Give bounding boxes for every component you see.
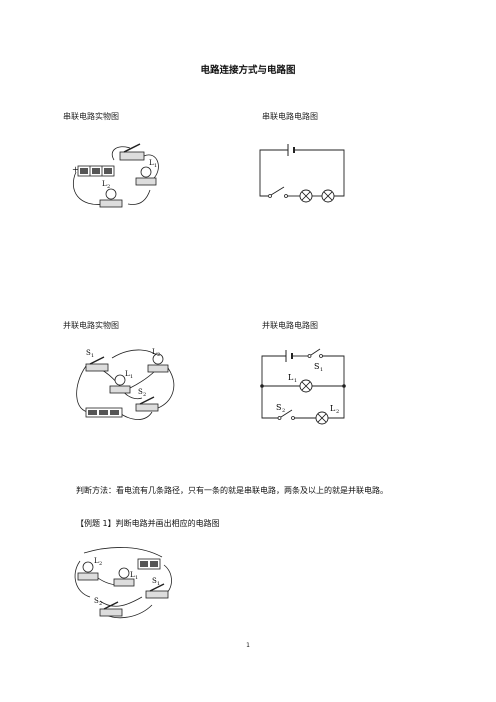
lamp-symbol-1 — [299, 189, 313, 203]
switch-s2-icon — [135, 396, 159, 412]
page-title: 电路连接方式与电路图 — [200, 65, 296, 76]
battery-icon — [77, 165, 115, 177]
page-number: 1 — [246, 642, 250, 649]
label-s2: S — [94, 597, 99, 605]
svg-text:2: 2 — [99, 601, 102, 607]
junction-right — [342, 384, 346, 388]
bulb-l2-icon — [77, 561, 99, 581]
parallel-diagram-caption: 并联电路电路图 — [262, 321, 318, 330]
label-l2: L — [330, 404, 336, 413]
bulb-l1-icon — [113, 567, 135, 587]
bulb-l2-icon — [99, 188, 123, 208]
example-heading: 【例题 1】判断电路并画出相应的电路图 — [76, 519, 220, 528]
svg-text:2: 2 — [157, 352, 160, 358]
battery-icon — [137, 558, 161, 570]
label-l1: L — [125, 370, 130, 378]
switch-s2-icon — [99, 601, 123, 617]
switch-s1-symbol — [307, 348, 323, 358]
svg-text:1: 1 — [294, 378, 297, 384]
svg-text:1: 1 — [157, 581, 160, 587]
switch-s1-icon — [145, 583, 169, 599]
label-l2: L — [94, 557, 99, 565]
label-l1: L — [130, 571, 135, 579]
svg-text:2: 2 — [282, 408, 285, 414]
lamp-l1-symbol — [299, 379, 313, 393]
switch-s1-icon — [85, 356, 109, 372]
svg-text:2: 2 — [336, 409, 339, 415]
label-s2: S — [138, 388, 143, 396]
label-l1: L — [288, 373, 294, 382]
example-circuit-illustration: L 2 L 1 S 1 S 2 — [74, 547, 172, 619]
label-s1: S — [152, 577, 157, 585]
label-l1: L — [149, 159, 154, 167]
series-diagram-caption: 串联电路电路图 — [262, 112, 318, 121]
battery-icon — [85, 407, 123, 418]
junction-left — [260, 384, 264, 388]
svg-text:1: 1 — [91, 353, 94, 359]
label-s1: S — [86, 349, 91, 357]
svg-text:1: 1 — [135, 575, 138, 581]
parallel-circuit-diagram: S 1 L 1 S 2 L 2 — [260, 348, 346, 425]
switch-symbol — [268, 186, 288, 198]
plus-label: + — [72, 165, 79, 174]
parallel-physical-illustration: S 1 L 2 L 1 S 2 — [76, 348, 175, 420]
svg-text:2: 2 — [143, 392, 146, 398]
label-s1: S — [314, 362, 319, 371]
series-physical-caption: 串联电路实物图 — [63, 112, 119, 121]
label-l2: L — [102, 180, 107, 188]
bulb-l1-icon — [109, 374, 131, 394]
svg-text:2: 2 — [107, 184, 110, 190]
parallel-physical-caption: 并联电路实物图 — [63, 321, 119, 330]
svg-text:1: 1 — [130, 374, 133, 380]
label-s2: S — [276, 403, 281, 412]
svg-text:1: 1 — [320, 367, 323, 373]
lamp-l2-symbol — [315, 411, 329, 425]
switch-s2-symbol — [277, 409, 295, 420]
label-l2: L — [152, 348, 157, 356]
method-paragraph: 判断方法：看电流有几条路径，只有一条的就是串联电路，两条及以上的就是并联电路。 — [76, 486, 388, 495]
series-physical-illustration: + L 1 L 2 — [72, 143, 159, 208]
bulb-l1-icon — [135, 166, 157, 186]
switch-icon — [119, 143, 145, 161]
battery-symbol — [287, 144, 295, 156]
series-circuit-diagram — [259, 144, 345, 203]
bulb-l2-icon — [147, 353, 169, 373]
battery-symbol — [285, 350, 293, 362]
svg-text:2: 2 — [99, 561, 102, 567]
lamp-symbol-2 — [321, 189, 335, 203]
svg-text:1: 1 — [154, 163, 157, 169]
